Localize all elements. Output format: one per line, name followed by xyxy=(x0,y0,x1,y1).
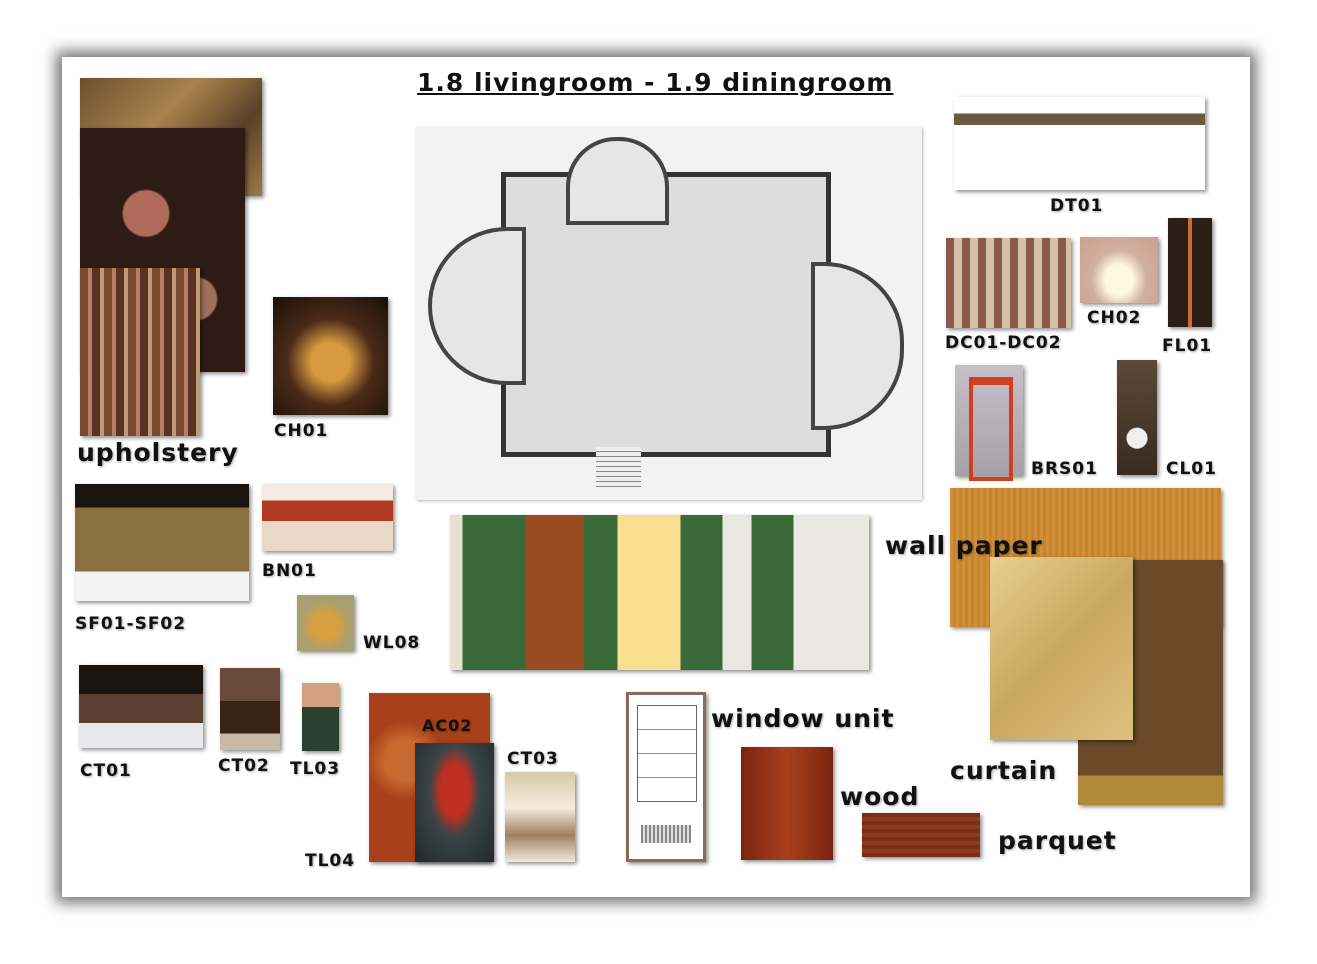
fl01-label: FL01 xyxy=(1162,336,1213,356)
wall-paper-label: wall paper xyxy=(885,531,1043,560)
ct02-side-table-image xyxy=(220,668,280,750)
bar-stool-shape xyxy=(969,377,1013,481)
ch02-chandelier-image xyxy=(1080,237,1158,303)
curtain-fabric-swatch xyxy=(990,557,1133,740)
brs01-bar-stool-image xyxy=(955,365,1023,481)
fl01-floor-lamp-image xyxy=(1168,218,1212,327)
cl01-ceiling-lamp-image xyxy=(1117,360,1157,475)
ch02-label: CH02 xyxy=(1087,308,1142,328)
board-title: 1.8 livingroom - 1.9 diningroom xyxy=(417,68,894,97)
bn01-bench-image xyxy=(262,484,393,551)
ac02-armchair-image xyxy=(415,743,494,862)
cl01-label: CL01 xyxy=(1166,459,1217,479)
ct02-label: CT02 xyxy=(218,756,270,776)
floor-plan-bay-left xyxy=(428,227,526,385)
wood-swatch xyxy=(741,747,833,860)
sf01-sf02-sofa-image xyxy=(75,484,249,601)
upholstery-swatch-striped xyxy=(80,268,200,436)
window-curtain-sketch xyxy=(450,515,869,670)
tl03-label: TL03 xyxy=(290,759,341,779)
ac02-label: AC02 xyxy=(422,716,473,735)
window-unit-grid xyxy=(637,705,697,802)
ct01-coffee-table-image xyxy=(79,665,203,748)
brs01-label: BRS01 xyxy=(1031,459,1098,479)
floor-plan-bay-right xyxy=(811,262,904,430)
window-unit-vent xyxy=(641,825,691,843)
wl08-wall-lamp-image xyxy=(297,595,354,651)
ct01-label: CT01 xyxy=(80,761,132,781)
curtain-label: curtain xyxy=(950,756,1058,785)
upholstery-label: upholstery xyxy=(77,438,239,467)
floor-plan-stairs xyxy=(596,447,641,487)
parquet-label: parquet xyxy=(998,826,1117,855)
tl03-table-lamp-image xyxy=(302,683,339,751)
ct03-label: CT03 xyxy=(507,749,559,769)
sf01-sf02-label: SF01-SF02 xyxy=(75,614,187,634)
dt01-label: DT01 xyxy=(1050,196,1104,216)
parquet-swatch xyxy=(862,813,980,857)
floor-plan-bay-top xyxy=(566,137,669,225)
dt01-dining-table-image xyxy=(954,97,1205,190)
floor-plan xyxy=(416,127,922,500)
window-unit-label: window unit xyxy=(711,704,895,733)
ch01-label: CH01 xyxy=(274,421,329,441)
wood-label: wood xyxy=(840,782,920,811)
window-unit-image xyxy=(626,692,706,862)
dc01-dc02-label: DC01-DC02 xyxy=(945,333,1062,353)
tl04-label: TL04 xyxy=(305,851,356,871)
wl08-label: WL08 xyxy=(363,633,421,653)
dc01-dc02-chairs-image xyxy=(946,238,1071,328)
bn01-label: BN01 xyxy=(262,561,317,581)
ct03-side-table-image xyxy=(505,772,575,862)
ch01-chandelier-image xyxy=(273,297,388,415)
